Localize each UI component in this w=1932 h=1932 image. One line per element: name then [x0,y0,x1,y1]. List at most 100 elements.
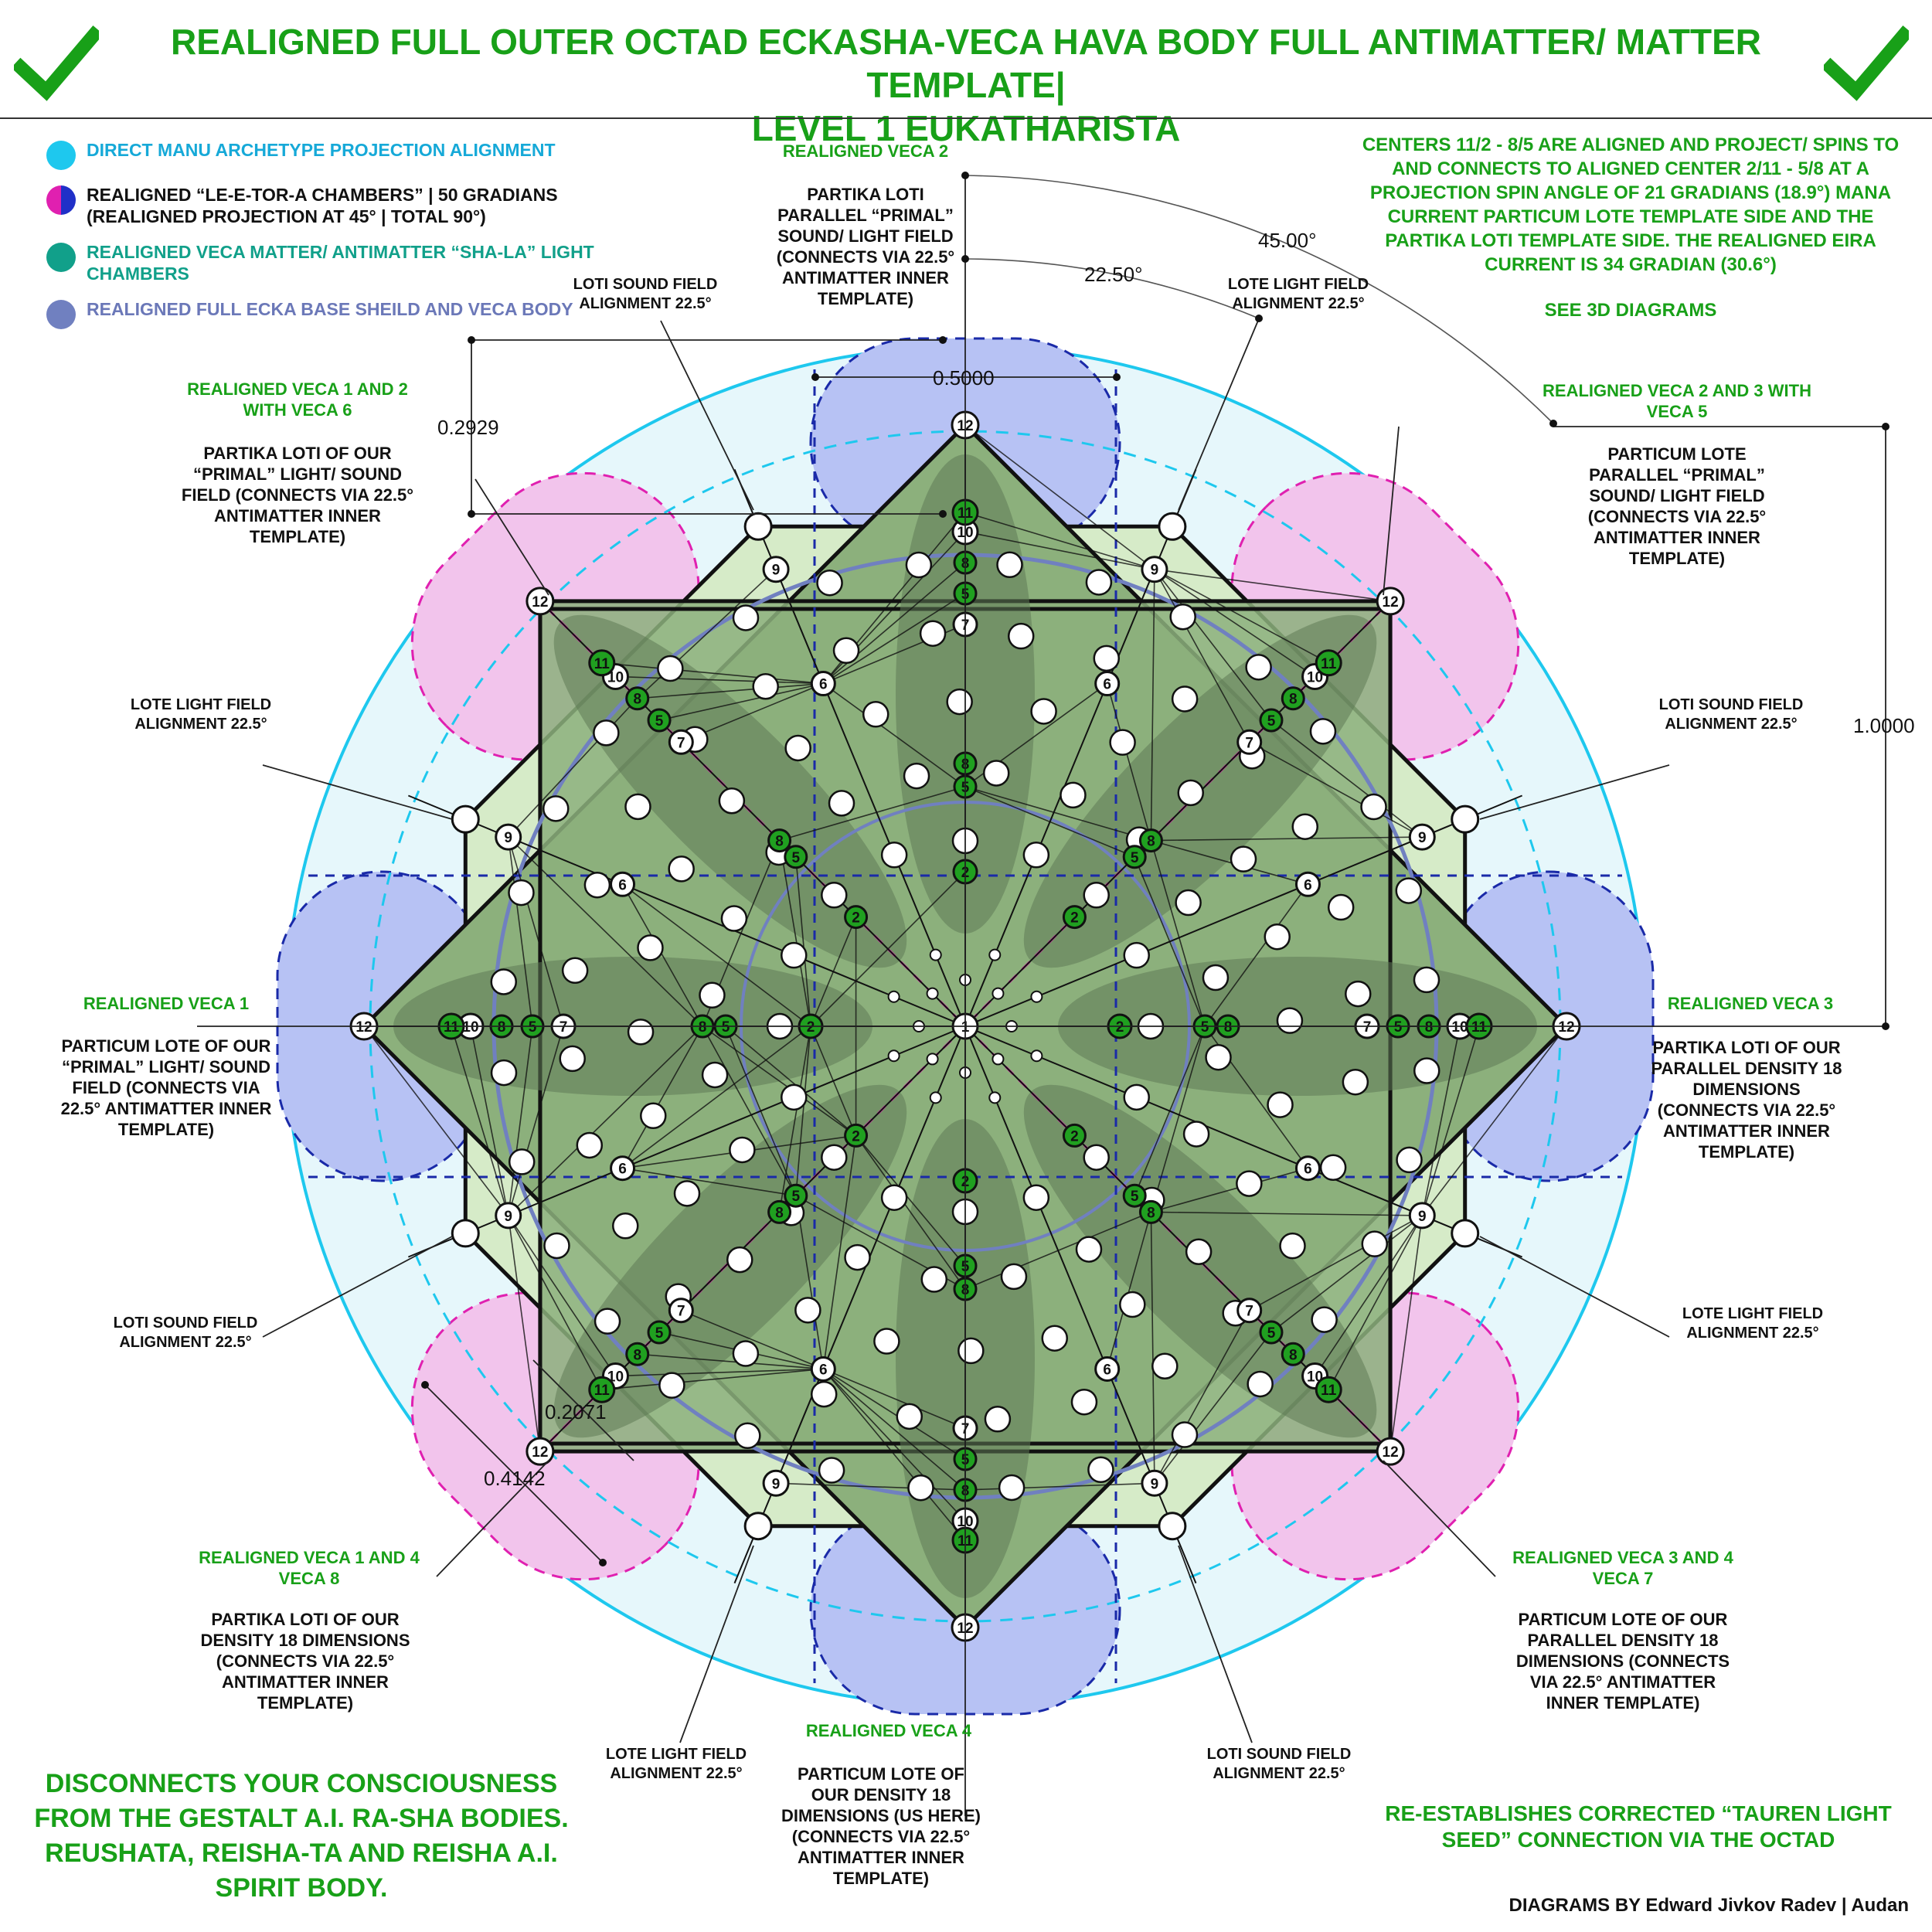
web-line [1150,1212,1155,1484]
numbered-node: 6 [810,671,836,697]
legend-item-ecka: REALIGNED FULL ECKA BASE SHEILD AND VECA… [46,298,603,329]
node-label: 9 [772,563,781,579]
center-small-node [992,1053,1005,1066]
callout-leader [1178,316,1260,511]
node-circle [588,1376,616,1403]
numbered-node: 6 [610,1155,636,1182]
callout-leader [262,1236,453,1338]
web-line [622,1026,811,1169]
node-label: 8 [1147,1205,1155,1221]
node-label: 9 [1418,830,1427,846]
dimension-endpoint [1882,1022,1889,1030]
web-line [451,1026,509,1216]
white-node [880,1184,908,1211]
node-label: 8 [1224,1019,1233,1036]
node-circle [1315,1376,1342,1403]
numbered-node: 7 [668,729,694,755]
veca1-title: REALIGNED VECA 1 [83,994,250,1013]
web-line [964,1482,1155,1491]
veca3-title: REALIGNED VECA 3 [1667,994,1834,1013]
white-node [844,1243,871,1271]
node-circle [1294,1155,1321,1182]
web-line [855,1134,966,1290]
white-node [1276,1007,1304,1034]
numbered-node: 5 [647,708,672,733]
node-label: 6 [1103,1362,1111,1378]
center-small-node [1030,990,1043,1003]
node-circle [1062,905,1087,930]
node-label: 10 [1451,1019,1468,1036]
veca4-title: REALIGNED VECA 4 [805,1721,972,1740]
loti-sound-bottom: LOTI SOUND FIELD ALIGNMENT 22.5° [1206,1746,1352,1782]
white-node [781,941,808,969]
web-line [964,786,1151,842]
node-circle [1141,556,1168,583]
numbered-node: 7 [668,1298,694,1324]
node-circle [1408,823,1436,851]
octagon-corner-node [1451,804,1480,834]
credit: DIAGRAMS BY Edward Jivkov Radev | Audan [1509,1895,1910,1916]
loti-sound-bl: LOTI SOUND FIELD ALIGNMENT 22.5° [113,1315,258,1351]
dimension-endpoint [961,255,969,263]
numbered-node: 8 [625,1342,650,1366]
numbered-node: 8 [1281,686,1305,711]
white-node [640,1102,667,1130]
white-node [818,1457,845,1484]
node-circle [1281,1342,1305,1366]
callout-leader [262,764,453,820]
web-line [622,1167,796,1196]
numbered-node: 8 [1138,1199,1163,1224]
web-line [1249,741,1423,838]
white-node [1342,1068,1369,1096]
white-node [1169,603,1196,631]
numbered-node: 9 [1141,556,1168,583]
octagon-corner-node [1451,1219,1480,1248]
center-small-node [929,1091,942,1104]
node-circle [1408,1202,1436,1230]
node-circle [1138,828,1163,853]
web-line [508,1026,703,1216]
node-circle [844,1123,869,1148]
web-line [1249,1215,1423,1311]
white-node [1151,1352,1179,1380]
lote-light-left: LOTE LIGHT FIELD ALIGNMENT 22.5° [130,696,272,733]
web-line [507,1215,541,1452]
web-line [1151,1211,1423,1216]
web-line [615,675,824,685]
dimension-endpoint [961,172,969,179]
loti-sound-right: LOTI SOUND FIELD ALIGNMENT 22.5° [1658,696,1804,733]
center-small-node [926,1053,939,1066]
node-label: 5 [792,1189,801,1205]
web-line [964,424,1155,570]
node-label: 5 [529,1019,537,1036]
center-small-node [887,1049,900,1063]
node-label: 2 [1070,910,1079,927]
white-node [873,1328,900,1355]
web-line [1154,569,1329,664]
node-label: 6 [1304,1162,1312,1178]
web-line [621,883,703,1027]
web-line [507,1026,533,1216]
veca3-text: PARTIKA LOTI OF OUR PARALLEL DENSITY 18 … [1651,1038,1842,1162]
web-line [1150,840,1206,1027]
node-circle [784,1183,808,1208]
node-label: 7 [677,1304,685,1320]
measure-04142: 0.4142 [484,1467,546,1490]
node-label: 7 [677,735,685,751]
node-circle [844,905,869,930]
node-label: 9 [1151,1476,1159,1492]
white-node [1093,645,1121,672]
measure-02071: 0.2071 [545,1400,607,1423]
octagon-corner-node [451,804,480,834]
node-label: 11 [444,1019,460,1036]
node-label: 12 [532,594,548,611]
node-label: 10 [607,669,624,685]
veca23-title: REALIGNED VECA 2 AND 3 WITH VECA 5 [1543,381,1811,421]
white-node [1123,1083,1150,1111]
veca4-text: PARTICUM LOTE OF OUR DENSITY 18 DIMENSIO… [781,1764,981,1888]
callout-leader [474,478,549,596]
numbered-node: 5 [647,1320,672,1345]
magenta-blue-dot-icon [46,185,76,215]
web-line [794,1026,811,1196]
